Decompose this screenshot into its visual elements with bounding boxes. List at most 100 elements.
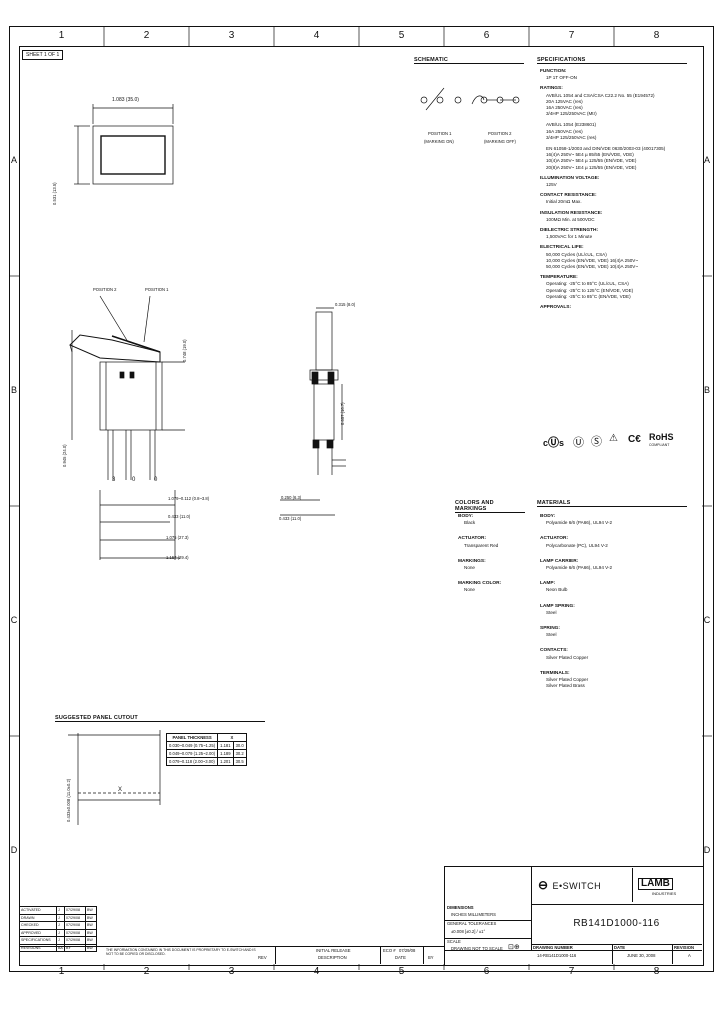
table-cell: J (56, 913, 65, 922)
position2-label: POSITION 2 (93, 287, 117, 292)
col-label: 5 (398, 966, 405, 977)
divider (612, 944, 613, 964)
projection-icon: ⊡⊕ (508, 944, 520, 951)
panel-thickness-table: PANEL THICKNESS X 0.030~0.049 (0.75~1.25… (165, 733, 247, 766)
table-cell: 0.079~0.118 (2.00~3.00) (165, 757, 219, 766)
ce-icon: C€ (628, 434, 641, 445)
terminal-label: 0 (154, 477, 158, 483)
table-cell: 30.0 (232, 741, 247, 750)
row-label: B (10, 385, 17, 395)
spec-section-head: FUNCTION: (540, 69, 567, 74)
table-cell: CHECKED (19, 921, 57, 930)
panel-cutout-title: SUGGESTED PANEL CUTOUT (55, 715, 265, 722)
table-cell: DRAWN (19, 913, 57, 922)
col-label: 2 (143, 966, 150, 977)
material-item-value: Polyamide 6/6 (PA66), UL94 V-2 (546, 520, 613, 526)
scale-value: DRAWING NOT TO SCALE (451, 946, 503, 951)
col-label: 3 (228, 30, 235, 41)
col-label: 6 (483, 966, 490, 977)
spec-line: 16(4)A 250V~ 5E4 µ 85/55 (EN/VDE, VDE) (546, 152, 634, 158)
sheet-label: SHEET 1 OF 1 (22, 50, 64, 60)
schematic-position2: POSITION 2 (488, 131, 512, 136)
schematic-position1-sub: (MARKING ON) (424, 139, 454, 144)
table-cell: 0.049~0.079 (1.25~2.00) (165, 749, 219, 758)
table-cell: 07/29/08 (64, 921, 86, 930)
terminal-label: 3 (112, 477, 116, 483)
panel-vert-dim: 0.433±0.008 (11.0±0.2) (66, 778, 71, 822)
cul-us-icon: cⓊs (543, 437, 565, 449)
eswitch-brand: E•SWITCH (552, 881, 602, 891)
schematic-position1: POSITION 1 (428, 131, 452, 136)
end-tab-dim: 0.250 (6.3) (281, 495, 302, 500)
col-label: 7 (568, 30, 575, 41)
table-cell: SPECIFICATIONS (19, 936, 57, 945)
spec-line: EN 61058-1/2003 and DIN/VDE 0630/2003-03… (546, 146, 666, 152)
color-item-value: Transparent Red (464, 542, 499, 548)
material-item-value: Silver Plated Copper (546, 677, 589, 683)
col-label: 1 (58, 966, 65, 977)
table-cell: J (56, 936, 65, 945)
col-label: 6 (483, 30, 490, 41)
col-label: 7 (568, 966, 575, 977)
colors-markings-title: COLORS AND MARKINGS (455, 500, 525, 513)
spec-section-head: ELECTRICAL LIFE: (540, 245, 584, 251)
table-cell: REVISIONS (19, 943, 57, 952)
material-item-head: LAMP: (540, 581, 556, 587)
spec-section-head: INSULATION RESISTANCE: (540, 210, 603, 216)
by-column-label: BY (428, 955, 434, 960)
table-cell: BW (85, 943, 97, 952)
side-dim-b: 0.433 (11.0) (168, 514, 191, 519)
spec-line: 10(4)A 250V~ 5E4 µ 125/55 (EN/VDE, VDE) (546, 158, 637, 164)
table-cell: BW (85, 913, 97, 922)
material-item-value: Polycarbonate (PC), UL94 V-2 (546, 542, 608, 548)
table-cell: 30.5 (232, 757, 247, 766)
table-cell: 1.189 (217, 749, 234, 758)
col-label: 2 (143, 30, 150, 41)
spec-line: 20A 125VAC (res) (546, 98, 583, 104)
table-cell: BA (56, 943, 65, 952)
spec-line: 50,000 Cycles (EN/VDE, VDE) 10(4)A 250V~ (546, 264, 639, 270)
spec-section-head: APPROVALS: (540, 305, 572, 311)
divider (444, 938, 531, 939)
initial-release-label: INITIAL RELEASE (316, 948, 351, 953)
col-label: 3 (228, 966, 235, 977)
approvals-row: cⓊs Ⓤ Ⓢ ⚠ C€ RoHS COMPLIANT (543, 432, 693, 454)
end-top-dim: 0.315 (8.0) (335, 302, 356, 307)
spec-section-head: DIELECTRIC STRENGTH: (540, 228, 599, 234)
table-cell: APPROVED (19, 928, 57, 937)
logo-divider (632, 868, 633, 902)
table-cell: BY (64, 943, 86, 952)
front-view-drawing (74, 104, 174, 185)
description-column-label: DESCRIPTION (318, 955, 347, 960)
spec-line: Operating: -25°C to 85°C (EN/VDE, VDE) (546, 293, 631, 299)
materials-list: BODY: Polyamide 6/6 (PA66), UL94 V-2 ACT… (540, 514, 700, 689)
row-label: C (10, 615, 18, 625)
table-row: CHECKED J 07/29/08 BW (19, 921, 97, 930)
table-cell: BW (85, 921, 97, 930)
tolerance-label: GENERAL TOLERANCES (447, 921, 497, 926)
table-header: PANEL THICKNESS (165, 733, 219, 742)
divider (444, 920, 531, 921)
divider (423, 946, 424, 964)
end-pin-dim: 0.433 (11.0) (279, 516, 302, 521)
table-cell: 1.201 (217, 757, 234, 766)
approval-table: ACTIVATED J 07/29/08 BW DRAWN J 07/29/08… (19, 906, 97, 952)
drawing-number: 14-RB141D1000-116 (537, 953, 577, 958)
end-view-drawing (280, 307, 346, 516)
color-item-head: BODY: (458, 514, 474, 519)
spec-line: Operating: -25°C to 85°C (UL/cUL, CSA) (546, 281, 629, 287)
row-label: A (703, 155, 710, 165)
spec-line: Operating: -25°C to 125°C (EN/VDE, VDE) (546, 287, 634, 293)
spec-line: AVB/UL 1054 and CSA/CSA C22.2 No. 55 (E1… (546, 92, 655, 98)
date-label: DATE (614, 945, 626, 950)
table-row: DRAWN J 07/29/08 BW (19, 913, 97, 922)
material-item-head: CONTACTS: (540, 648, 568, 654)
spec-line: AVB/UL 1054 (E238601) (546, 122, 597, 128)
material-item-value: Polyamide 6/6 (PA66), UL94 V-2 (546, 565, 613, 571)
table-cell: J (56, 928, 65, 937)
spec-spacer (540, 311, 700, 316)
divider (380, 946, 381, 964)
spec-line: 10,000 Cycles (EN/VDE, VDE) 16(4)A 250V~ (546, 257, 639, 263)
row-label: C (703, 615, 711, 625)
